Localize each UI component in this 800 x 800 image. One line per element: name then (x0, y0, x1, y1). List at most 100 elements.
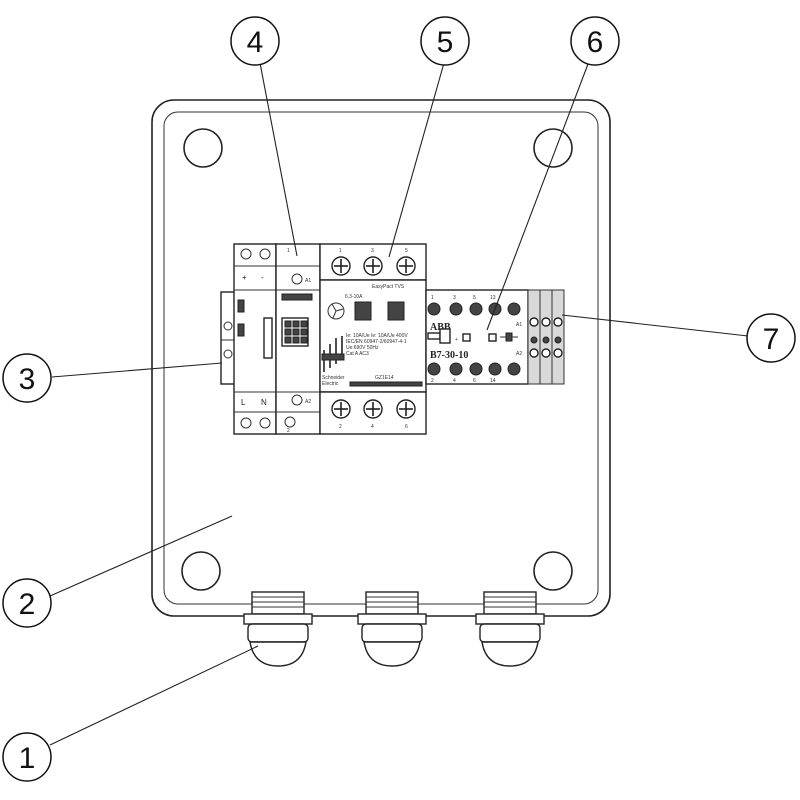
callout-2: 2 (2, 578, 52, 628)
breaker-top-pin-1: 1 (339, 248, 342, 254)
callout-1: 1 (2, 732, 52, 782)
screw-icon (259, 417, 271, 429)
mounting-hole-bottom-left (181, 551, 221, 591)
callout-7: 7 (746, 313, 796, 363)
contactor-bottom-pin-4: 4 (453, 378, 456, 384)
breaker-maker: Schneider (322, 375, 345, 381)
breaker-trip-button (387, 301, 405, 321)
contactor-coil-icon (500, 332, 518, 342)
screw-icon (240, 248, 252, 260)
breaker-maker-sub: Electric (322, 381, 339, 387)
contactor-bottom-pin-6: 6 (473, 378, 476, 384)
leader-line-4 (259, 62, 298, 257)
relay-pin-2: 2 (287, 428, 290, 434)
contactor-bottom-screw (427, 362, 521, 376)
screw-icon (529, 317, 539, 327)
breaker-spec-2: IEC/EN 60947-2/60947-4-1 (346, 339, 407, 345)
breaker-spec-1: Ie: 10A/Ue Ie: 10A/Ue 400V (346, 333, 408, 339)
breaker-bottom-screw-6 (396, 399, 416, 419)
psu-minus-terminal: - (261, 273, 264, 282)
contactor-a2-label: A2 (516, 351, 522, 357)
callout-4-label: 4 (247, 26, 264, 59)
leader-line-7 (561, 314, 749, 337)
mounting-hole-top-right (533, 128, 573, 168)
screw-icon (553, 348, 563, 358)
leader-line-1 (49, 645, 259, 746)
leader-line-5 (388, 62, 445, 258)
breaker-top-screw-5 (396, 256, 416, 276)
breaker-bottom-screw-4 (363, 399, 383, 419)
breaker-model: GZ1E14 (375, 375, 394, 381)
left-terminal-strip (220, 291, 236, 385)
power-supply-module: + - L N (233, 243, 277, 435)
relay-module: 1 2 A1 A2 (275, 243, 321, 435)
breaker-bottom-screw-2 (331, 399, 351, 419)
breaker-bottom-pin-2: 2 (339, 424, 342, 430)
breaker-top-pin-5: 5 (405, 248, 408, 254)
relay-a2-label: A2 (305, 399, 311, 405)
psu-n-terminal: N (261, 398, 267, 407)
callout-5-label: 5 (437, 26, 454, 59)
callout-3: 3 (2, 353, 52, 403)
screw-icon (541, 317, 551, 327)
callout-2-label: 2 (19, 588, 36, 621)
callout-1-label: 1 (19, 742, 36, 775)
leader-line-3 (51, 362, 223, 378)
terminal-blocks (527, 289, 565, 385)
breaker-brand: EasyPact TVS (372, 284, 405, 290)
callout-6: 6 (570, 16, 620, 66)
callout-5: 5 (420, 16, 470, 66)
motor-circuit-breaker: 1 3 5 EasyPact TVS 6.3-10A Ie: 10A/Ue Ie… (319, 243, 427, 435)
breaker-contact-symbol (321, 336, 345, 372)
breaker-range: 6.3-10A (345, 294, 363, 300)
contactor-top-pin-1: 1 (431, 295, 434, 301)
relay-grid-icon (284, 320, 308, 344)
contactor-brand: ABB (430, 322, 451, 333)
screw-icon (284, 416, 296, 428)
callout-6-label: 6 (587, 26, 604, 59)
contactor-a1-label: A1 (516, 322, 522, 328)
leader-lines (49, 62, 749, 746)
cable-gland-left (243, 591, 313, 667)
breaker-fan-icon (327, 302, 345, 320)
breaker-spec-3: Ue:690V 50Hz (346, 345, 379, 351)
callout-7-label: 7 (763, 323, 780, 356)
callout-4: 4 (230, 16, 280, 66)
contactor-bottom-pin-2: 2 (431, 378, 434, 384)
screw-icon (259, 248, 271, 260)
mounting-hole-top-left (183, 128, 223, 168)
callout-3-label: 3 (19, 363, 36, 396)
contactor-top-pin-3: 3 (453, 295, 456, 301)
leader-line-2 (49, 515, 233, 597)
contactor-indicator (488, 333, 497, 342)
psu-plus-terminal: + (242, 273, 247, 282)
screw-icon (240, 417, 252, 429)
breaker-top-screw-3 (363, 256, 383, 276)
screw-icon (291, 273, 303, 285)
cable-gland-right (475, 591, 545, 667)
leader-line-6 (486, 63, 589, 331)
screw-icon (553, 317, 563, 327)
contactor: 1 3 5 13 A1 ABB + A2 B7-30-10 (425, 289, 529, 385)
contactor-plus-symbol: + (455, 337, 458, 343)
contactor-indicator (462, 333, 471, 342)
screw-icon (541, 348, 551, 358)
contactor-model: B7-30-10 (430, 350, 468, 361)
screw-icon (529, 348, 539, 358)
relay-pin-1: 1 (287, 248, 290, 254)
contactor-top-pin-5: 5 (473, 295, 476, 301)
breaker-reset-button (354, 301, 372, 321)
breaker-bottom-pin-4: 4 (371, 424, 374, 430)
contactor-top-screw (427, 302, 521, 316)
cable-gland-middle (357, 591, 427, 667)
contactor-bottom-pin-14: 14 (490, 378, 496, 384)
breaker-top-pin-3: 3 (371, 248, 374, 254)
mounting-hole-bottom-right (533, 551, 573, 591)
breaker-bottom-pin-6: 6 (405, 424, 408, 430)
relay-a1-label: A1 (305, 278, 311, 284)
breaker-spec-4: Cat A AC3 (346, 351, 369, 357)
screw-icon (291, 394, 303, 406)
psu-l-terminal: L (241, 398, 246, 407)
contactor-top-pin-13: 13 (490, 295, 496, 301)
